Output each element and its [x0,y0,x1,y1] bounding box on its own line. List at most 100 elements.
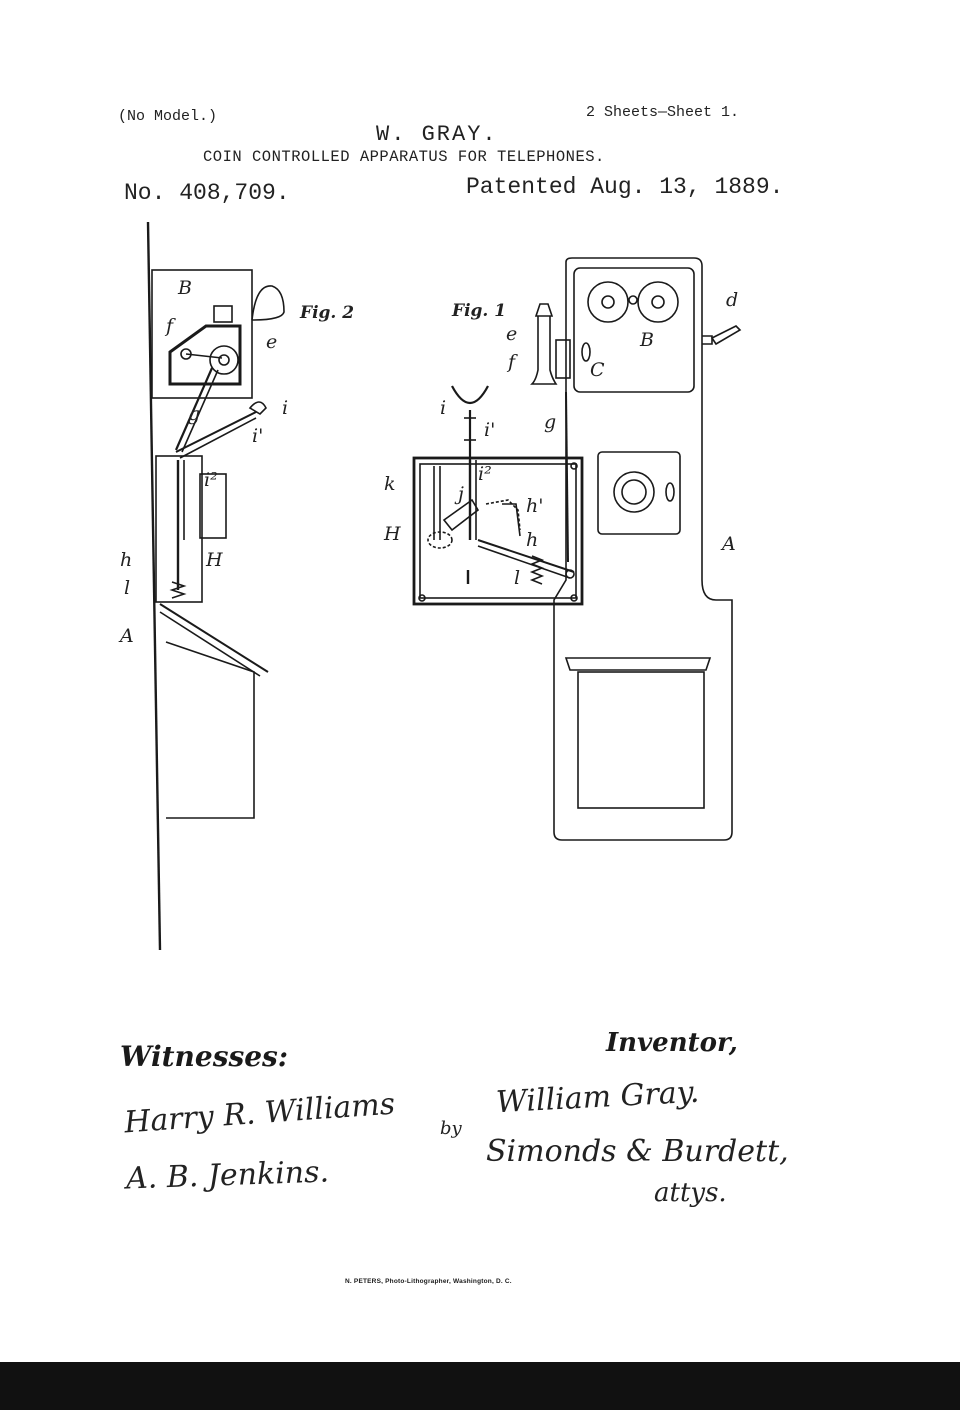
fig1-ref-h: h [526,529,538,551]
fig1-screw-3 [570,462,578,470]
witnesses-label: Witnesses: [120,1040,289,1073]
fig1-lever-h-edge [477,545,571,579]
fig2-ref-a: A [118,625,134,647]
fig1-transmitter-panel [597,451,681,535]
fig2-box-b [151,269,253,399]
fig2-housing [168,324,242,386]
fig2-shelf [159,603,269,673]
fig1-bell-right [637,281,679,323]
fig1-receiver-cap [534,303,554,317]
fig1-ref-c: C [590,359,605,381]
fig1-lever-h [477,539,575,573]
fig1-crank-d [710,325,742,346]
fig2-arm-i1-edge [179,417,257,459]
fig2-ref-b: B [177,277,192,299]
fig1-ref-h1: h' [526,495,543,517]
fig2-lever-g [174,367,214,451]
figure-1 [412,257,742,841]
fig1-backboard [553,257,733,841]
fig2-ref-h-box: H [205,549,223,571]
fig1-coin-box-h [412,456,584,606]
attorneys-signature: Simonds & Burdett, [486,1134,789,1169]
fig2-ref-i1: i' [252,425,263,447]
fig1-rod-g [565,391,569,563]
figure-2 [146,221,285,951]
fig1-crank-base [702,335,713,345]
fig2-arm-i1 [175,411,257,453]
fig1-switch-c [581,342,591,362]
inventor-label: Inventor, [606,1028,738,1058]
fig1-ref-a: A [720,533,736,555]
fig1-ref-l: l [514,567,520,589]
fig1-funnel-i [451,385,489,405]
fig1-ref-i1: i' [484,419,495,441]
fig2-label: Fig. 2 [299,303,354,323]
fig1-ref-j: j [454,483,464,505]
fig1-transmitter-inner [621,479,647,505]
fig2-lever-g-edge [181,369,219,453]
fig1-hook-f [555,339,571,379]
fig2-pivot [180,348,192,360]
fig1-ref-g: g [544,411,556,433]
fig2-shelf-edge [159,611,261,677]
fig1-bell-right-hub [651,295,665,309]
fig1-bell-left-hub [601,295,615,309]
witness-2-signature: A. B. Jenkins. [125,1154,330,1197]
fig1-arm-h1 [502,503,521,537]
fig2-ref-f: f [164,315,176,337]
fig2-handle-i [248,401,267,416]
fig2-link [185,353,223,359]
fig1-lever-j [442,498,480,532]
fig2-ref-g: g [188,403,200,425]
fig2-hub [218,354,230,366]
fig2-lower-box [165,641,255,819]
fig2-side-plate [199,473,227,539]
fig1-spring-l [529,555,545,585]
fig1-coin-dashed [427,531,453,549]
fig2-spring-l [169,581,187,599]
fig2-wheel [209,345,239,375]
fig1-ref-d: d [726,289,738,311]
lithographer-credit: N. PETERS, Photo-Lithographer, Washingto… [345,1278,512,1285]
scan-edge-band [0,1362,960,1410]
fig1-receiver-e [530,316,558,385]
fig1-case-b [573,267,695,393]
fig1-ref-b: B [639,329,654,351]
by-label: by [440,1118,462,1139]
fig1-ref-h-box: H [383,523,401,545]
fig1-ref-k: k [384,473,396,495]
fig1-screw-1 [418,594,426,602]
wall-line [146,221,162,951]
fig2-ref-e: e [266,331,277,353]
fig1-label: Fig. 1 [451,301,506,321]
fig2-ref-l: l [124,577,130,599]
fig1-dashed-path [485,499,521,531]
patent-title: COIN CONTROLLED APPARATUS FOR TELEPHONES… [203,148,605,166]
fig1-ref-e: e [506,323,517,345]
fig1-bell-center [628,295,638,305]
fig2-ref-i: i [282,397,288,419]
patent-number: No. 408,709. [124,180,290,206]
fig1-transmitter-knob [665,482,675,502]
fig2-bell [251,285,285,321]
inventor-name: W. GRAY. [376,122,498,147]
fig1-drawer-lip [564,657,712,671]
fig1-ref-f: f [506,351,518,373]
fig2-terminal [213,305,233,323]
fig1-coin-box-inner [419,463,577,599]
sheet-number: 2 Sheets—Sheet 1. [586,104,740,121]
fig1-drawer-face [577,671,705,809]
fig1-lever-pivot [565,569,575,579]
fig1-ref-i2: i² [478,463,492,485]
fig2-ref-i2: i² [204,469,218,491]
patent-date: Patented Aug. 13, 1889. [466,174,784,200]
fig1-screw-2 [570,594,578,602]
fig1-ref-i: i [440,397,446,419]
fig1-bell-left [587,281,629,323]
attorneys-label: attys. [654,1178,727,1208]
fig2-box-h [155,455,203,603]
fig1-transmitter-outer [613,471,655,513]
no-model-note: (No Model.) [118,108,218,125]
fig2-ref-h: h [120,549,132,571]
